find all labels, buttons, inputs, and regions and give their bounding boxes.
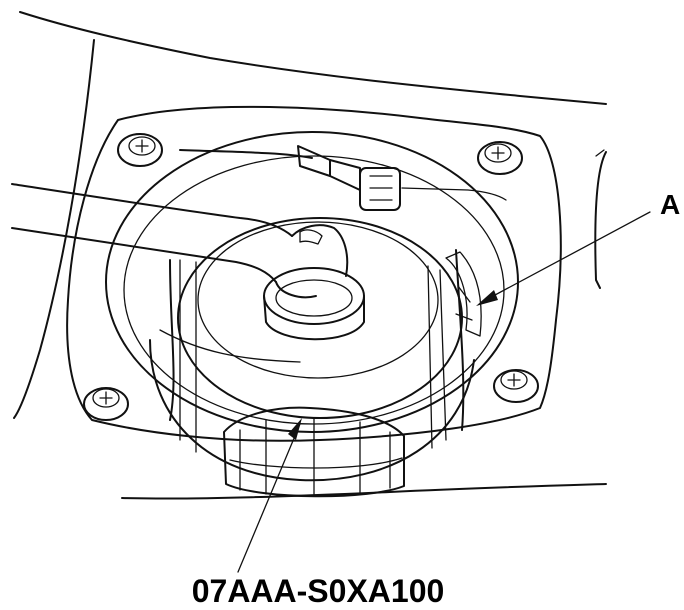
center-neck bbox=[263, 267, 365, 341]
pump-canister bbox=[149, 249, 475, 482]
leader-line-a bbox=[476, 211, 651, 306]
tool-holder bbox=[223, 406, 405, 498]
electrical-connector bbox=[179, 145, 507, 211]
reservoir-ring bbox=[105, 131, 519, 433]
mounting-flange bbox=[66, 105, 562, 442]
bolt-bottom-right bbox=[493, 369, 539, 403]
bolt-top-left bbox=[117, 133, 163, 167]
leader-line-tool bbox=[237, 418, 302, 573]
lock-ring bbox=[177, 217, 482, 419]
tool-part-number-label: 07AAA-S0XA100 bbox=[192, 573, 445, 609]
tool-handle bbox=[11, 183, 349, 299]
callout-label-a: A bbox=[660, 189, 680, 220]
bolt-bottom-left bbox=[83, 387, 129, 421]
bolt-top-right bbox=[477, 141, 523, 175]
body-panel-lines bbox=[13, 11, 607, 500]
